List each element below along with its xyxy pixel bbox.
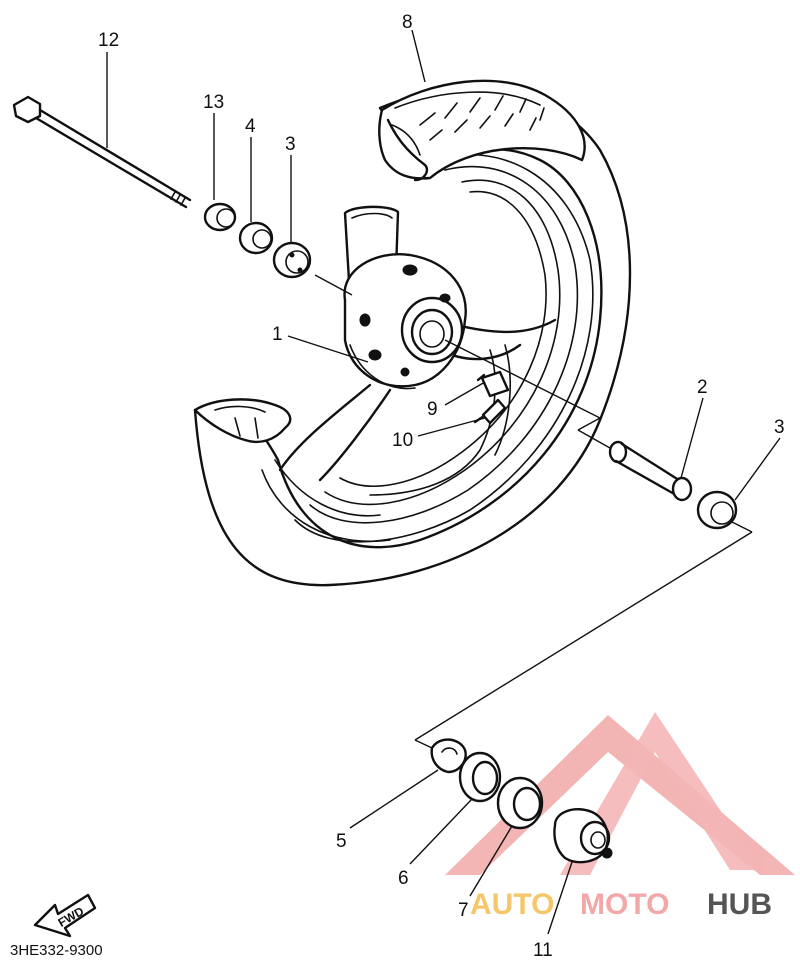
diagram-code: 3HE332-9300: [10, 942, 103, 959]
callout-11: 11: [533, 940, 553, 961]
callout-leaders: [106, 29, 781, 935]
watermark-hub: HUB: [707, 888, 772, 921]
watermark-moto: MOTO: [580, 888, 669, 921]
bearing-part-7: [496, 776, 544, 830]
wheel-hub: [343, 253, 467, 390]
spacer-part-13: [203, 202, 237, 232]
rim-section: [193, 398, 292, 444]
callout-4: 4: [245, 116, 256, 137]
watermark-logo: [445, 712, 795, 875]
callout-5: 5: [336, 831, 347, 852]
valve-parts: [473, 370, 510, 425]
watermark-auto: AUTO: [470, 888, 554, 921]
spacer-part-2: [608, 440, 693, 502]
axle-part-12: [12, 95, 192, 209]
callout-12: 12: [98, 30, 119, 51]
callout-6: 6: [398, 868, 409, 889]
gear-unit-part-11: [553, 808, 613, 864]
watermark-text: AUTO MOTO HUB: [470, 888, 772, 921]
callout-3-top: 3: [285, 134, 296, 155]
tire-section: [378, 79, 586, 182]
callout-7: 7: [458, 900, 469, 921]
assembly-lines: [314, 274, 753, 749]
fwd-arrow-icon: FWD: [33, 893, 97, 938]
callout-13: 13: [203, 92, 224, 113]
seal-part-6: [458, 751, 502, 803]
collar-part-4: [238, 221, 274, 255]
callout-8: 8: [402, 12, 413, 33]
callout-2: 2: [697, 377, 708, 398]
callout-9: 9: [427, 399, 438, 420]
callout-10: 10: [392, 430, 413, 451]
bearing-part-3-left: [272, 241, 312, 279]
bearing-part-3-right: [696, 490, 738, 530]
callout-1: 1: [272, 324, 283, 345]
callout-3-right: 3: [774, 417, 785, 438]
